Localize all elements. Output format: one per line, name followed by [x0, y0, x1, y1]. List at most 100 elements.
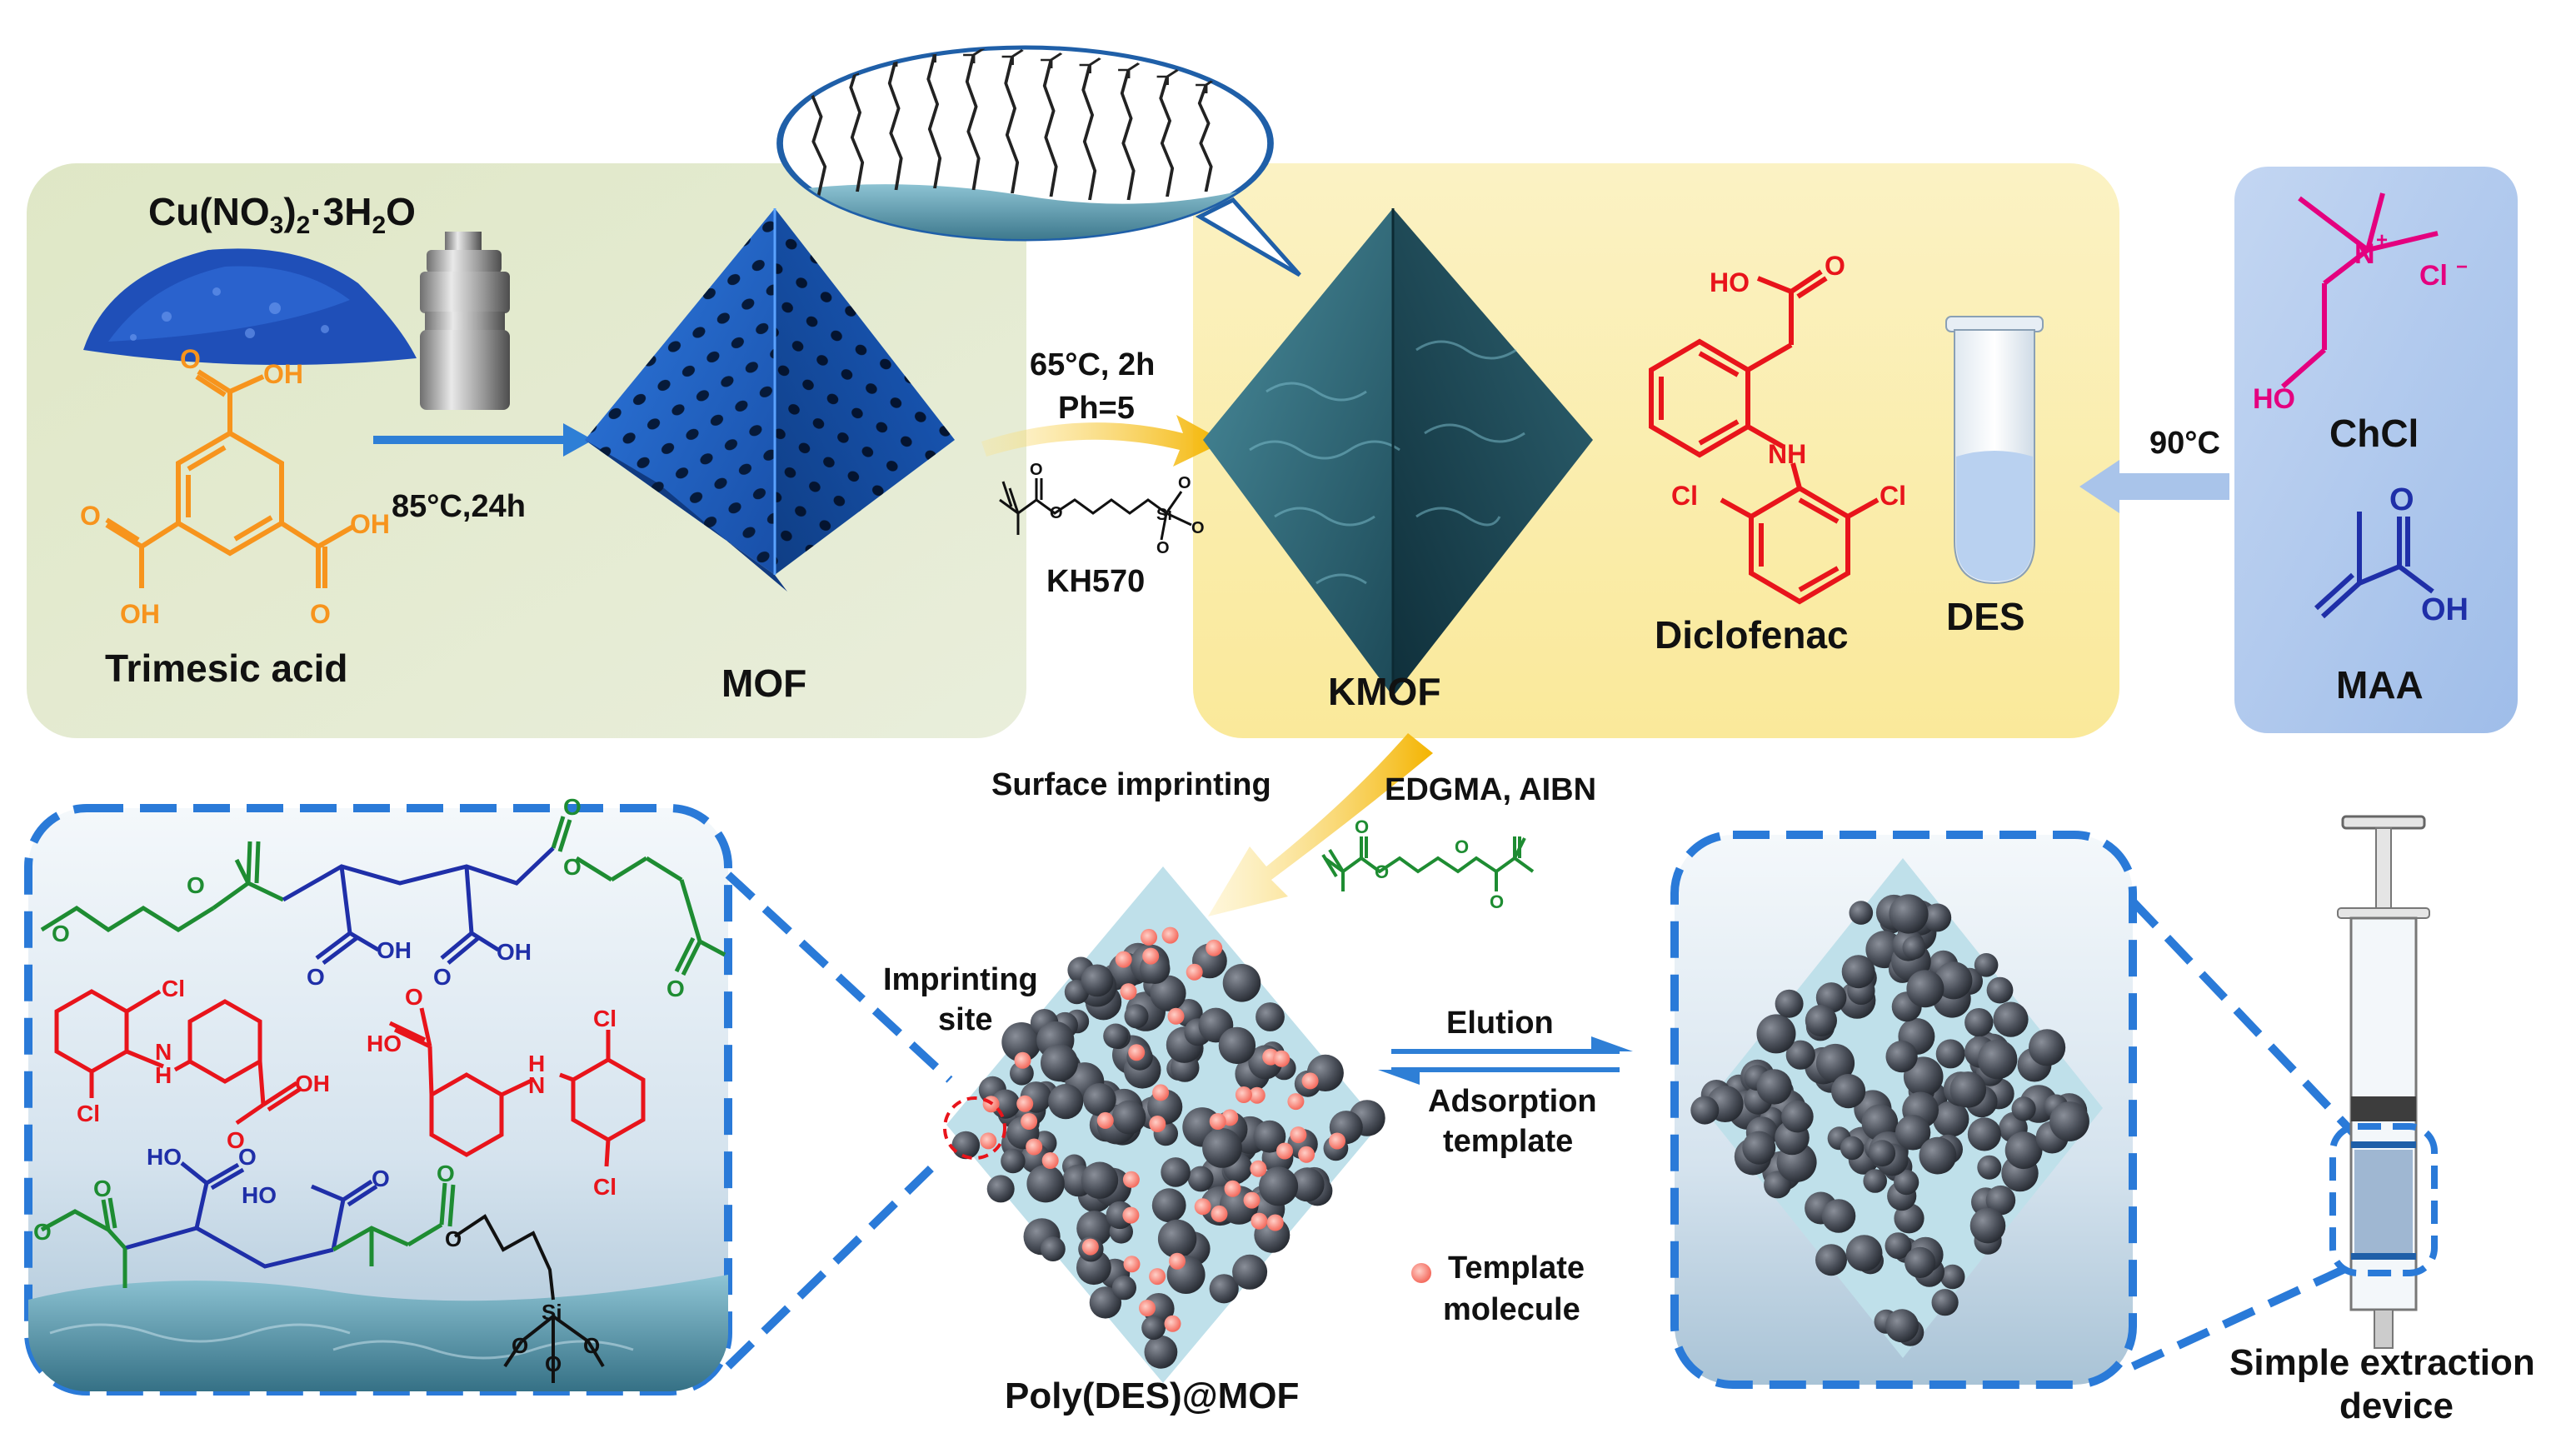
polymer-bead [1144, 1335, 1178, 1369]
svg-text:O: O [80, 501, 101, 531]
template-molecule-dot [1167, 1007, 1185, 1025]
svg-text:HO: HO [1710, 267, 1750, 297]
template-molecule-dot [1251, 1212, 1268, 1230]
polymer-bead [2011, 1096, 2036, 1121]
svg-text:O: O [227, 1127, 245, 1153]
poly-des-mof-label: Poly(DES)@MOF [1005, 1376, 1299, 1416]
polymer-bead [1111, 1276, 1136, 1301]
svg-text:O: O [307, 964, 325, 990]
template-molecule-dot [1123, 1256, 1141, 1273]
svg-text:O: O [445, 1226, 462, 1251]
polymer-bead [1232, 1254, 1268, 1290]
polymer-bead [1849, 901, 1874, 925]
polymer-bead [1902, 936, 1926, 960]
imprinting-site-marker [943, 1096, 1006, 1160]
polymer-bead [1209, 1274, 1239, 1304]
template-molecule-dot [1276, 1142, 1293, 1160]
svg-text:O: O [512, 1333, 528, 1358]
polymer-bead [1218, 1026, 1256, 1065]
polymer-green-chain [40, 816, 726, 976]
syringe-focus-box [2329, 1123, 2438, 1276]
polymer-bead [1931, 1289, 1959, 1316]
polymer-bead [1923, 903, 1952, 932]
polymer-bead [1967, 1117, 2001, 1151]
svg-text:O: O [2389, 482, 2414, 517]
svg-text:OH: OH [263, 359, 303, 389]
polymer-bead [1742, 1131, 1776, 1165]
polymer-bead [1933, 1101, 1969, 1137]
imprinting-site-label-2: site [938, 1002, 992, 1037]
svg-text:N: N [155, 1039, 172, 1065]
svg-text:N: N [528, 1072, 545, 1098]
svg-text:H: H [155, 1062, 172, 1088]
template-molecule-dot [1169, 1252, 1186, 1270]
polymer-bead [2004, 1131, 2043, 1170]
template-molecule-dot [1266, 1214, 1284, 1231]
polymer-bead [1256, 1002, 1285, 1031]
imprinting-site-label-1: Imprinting [883, 962, 1038, 997]
polymer-bead [1969, 1207, 2006, 1244]
des-label: DES [1946, 595, 2025, 638]
polymer-bead [1841, 955, 1875, 989]
polymer-bead [986, 1175, 1015, 1203]
polymer-bead [1845, 1235, 1883, 1271]
maa-structure [2314, 512, 2434, 619]
svg-text:N: N [2354, 238, 2375, 270]
template-molecule-dot [1298, 1146, 1315, 1163]
polymer-bead [1815, 1244, 1847, 1276]
polymer-bead [1974, 953, 1999, 977]
polymer-bead [1756, 1069, 1792, 1105]
polymer-bead [1894, 1170, 1920, 1196]
condition-85c-label: 85°C,24h [392, 489, 526, 524]
svg-text:O: O [1178, 474, 1191, 492]
polymer-bead [1985, 1185, 2016, 1216]
polymer-bead [1103, 1023, 1129, 1049]
adsorption-label-2: template [1443, 1124, 1573, 1159]
svg-text:O: O [187, 872, 205, 898]
svg-text:Cl: Cl [1671, 481, 1698, 511]
template-molecule-dot [1149, 1268, 1166, 1286]
extraction-device-label-1: Simple extraction [2229, 1342, 2535, 1383]
template-legend-label-1: Template [1448, 1251, 1585, 1286]
svg-text:O: O [433, 964, 452, 990]
svg-text:O: O [1191, 519, 1205, 537]
extraction-device-label-2: device [2339, 1386, 2454, 1426]
svg-text:Si: Si [1156, 506, 1172, 524]
eluted-mof-particle [1690, 858, 2103, 1358]
polymer-bead [1775, 989, 1804, 1018]
template-molecule-dot [1164, 1315, 1181, 1332]
template-molecule-dot [1273, 1050, 1290, 1067]
mof-octahedron-icon [585, 208, 955, 592]
poly-des-mof-particle [946, 866, 1385, 1383]
polymer-bead [2029, 1029, 2066, 1066]
template-molecule-dot [1128, 1044, 1146, 1061]
template-molecule-dot [1096, 1111, 1114, 1129]
kh570-label: KH570 [1046, 564, 1145, 599]
polymer-bead [1259, 1166, 1299, 1206]
template-molecule-dot [1014, 1051, 1031, 1069]
template-molecule-dot [1021, 1113, 1038, 1130]
polymer-bead [1821, 1199, 1856, 1233]
polymer-bead [1690, 1096, 1720, 1125]
kmof-octahedron-icon [1203, 208, 1593, 697]
svg-text:Cl: Cl [2419, 260, 2448, 292]
svg-text:HO: HO [242, 1182, 277, 1208]
polymer-bead [1081, 964, 1114, 997]
polymer-bead [1781, 1100, 1814, 1133]
polymer-bead [1202, 1128, 1242, 1168]
polymer-bead [1124, 1004, 1149, 1029]
polymer-bead [1934, 961, 1973, 1000]
svg-text:O: O [545, 1351, 562, 1376]
svg-text:Si: Si [542, 1300, 562, 1325]
polymer-bead [1089, 1286, 1122, 1319]
template-molecule-dot [1194, 1198, 1211, 1216]
svg-text:OH: OH [120, 599, 160, 629]
svg-text:O: O [563, 794, 582, 820]
svg-text:O: O [1355, 816, 1369, 837]
adsorption-label-1: Adsorption [1428, 1084, 1597, 1119]
svg-text:O: O [1030, 461, 1043, 479]
template-molecule-dot [1248, 1086, 1266, 1104]
template-molecule-dot [1209, 1113, 1226, 1130]
polymer-bead [1026, 1165, 1065, 1203]
